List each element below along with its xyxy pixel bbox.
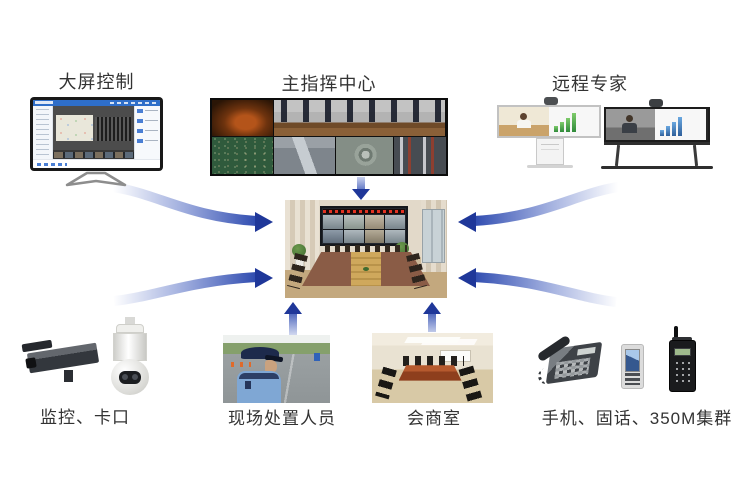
ptz-lens-window [119,371,141,384]
camera-mount [64,370,73,382]
arrowhead-left-bottom [255,268,273,288]
monitor-ui-topbar [33,100,160,106]
label-field-personnel: 现场处置人员 [228,409,336,428]
arrow-remote-experts-to-center [473,182,619,226]
monitor-ui-bottombar [33,159,160,168]
chart-screen-2 [654,109,706,140]
arrow-comm-devices-to-center [473,272,617,307]
telepresence-cart [536,138,564,165]
monitor-thumbnail-strip [53,150,134,160]
monitor-video-view [95,117,131,141]
mobile-phone-image [621,344,644,389]
street-sign [314,352,320,361]
expert-video-feed-2 [606,109,655,140]
room-window [422,209,445,263]
meeting-chairs-left [375,366,398,400]
arrowhead-up-left [284,302,302,314]
label-comm-devices: 手机、固话、350M集群 [541,409,733,428]
meeting-chairs-right [459,365,483,403]
table-runner [350,252,382,286]
monitor-stand [65,171,127,187]
field-personnel-photo [223,335,330,403]
radio-screen [674,348,691,356]
arrowhead-right-bottom [458,268,476,288]
radio-handset-image [666,326,700,394]
radio-keypad [674,360,692,384]
arrowhead-right-top [458,212,476,232]
monitor-ui-left-panel [33,106,53,160]
telepresence-unit-right [604,107,710,142]
officer-face [265,360,277,373]
consultation-room-photo [372,333,493,403]
radio-knobs [672,337,692,341]
videowall-feed-traffic [394,137,446,174]
camera-lens [25,357,37,369]
label-surveillance: 监控、卡口 [40,408,130,427]
arrow-screen-control-to-center [112,182,258,226]
phone-display [576,346,596,356]
monitor-ui-canvas [53,106,134,150]
police-officer [237,347,289,403]
telepresence-stand-base [601,166,713,169]
led-ticker [323,209,405,214]
videowall-feed-street [274,137,336,174]
ptz-mount [125,317,135,324]
screen-control-monitor-image [30,97,163,187]
attendees-far [403,356,464,367]
label-consultation-room: 会商室 [407,409,461,428]
telepresence-stand-leg [614,144,621,167]
room-videowall-feeds [323,215,405,243]
telepresence-cart-base [527,165,573,168]
expert-video-feed [499,107,549,136]
videowall-feed-audience [212,137,274,174]
telepresence-unit-left [497,105,601,138]
mobile-keypad [625,373,640,385]
label-command-center: 主指挥中心 [281,74,377,94]
ptz-cap [116,324,144,333]
room-videowall [320,206,408,246]
arrowhead-down [352,189,370,200]
telepresence-camera-icon-2 [649,99,663,107]
videowall-top-row [212,100,446,136]
radio-antenna [674,326,678,342]
officer-badge [245,381,251,389]
videowall-bottom-row [212,137,446,174]
label-remote-experts: 远程专家 [552,74,628,94]
phone-keypad [554,357,591,379]
bullet-camera-image [20,330,106,394]
room-chairs-far [325,245,407,253]
videowall-feed-officials [274,100,446,136]
conference-room-photo [285,200,447,298]
videowall-feed-intersection [336,137,394,174]
arrowhead-up-right [423,302,441,314]
meeting-table [398,365,462,381]
telepresence-camera-icon [544,97,558,105]
label-screen-control: 大屏控制 [58,72,135,92]
monitor-map-view [56,115,94,141]
command-center-videowall-image [210,98,448,176]
ptz-dome-camera-image [105,317,155,399]
ptz-body [113,333,147,361]
telepresence-stand-bar [604,142,710,145]
arrowhead-left-top [255,212,273,232]
monitor-screen [33,100,160,168]
monitor-ui-right-panel [134,106,160,160]
ceiling-light [404,337,461,343]
chart-screen [549,107,599,136]
arrow-surveillance-to-center [113,272,258,306]
videowall-feed-meeting [212,100,274,136]
monitor-bezel [30,97,163,171]
officer-uniform [237,371,281,403]
desk-phone-image [535,334,606,392]
mobile-screen [625,349,640,372]
traffic-cones [231,362,251,368]
telepresence-stand-leg [692,144,699,167]
